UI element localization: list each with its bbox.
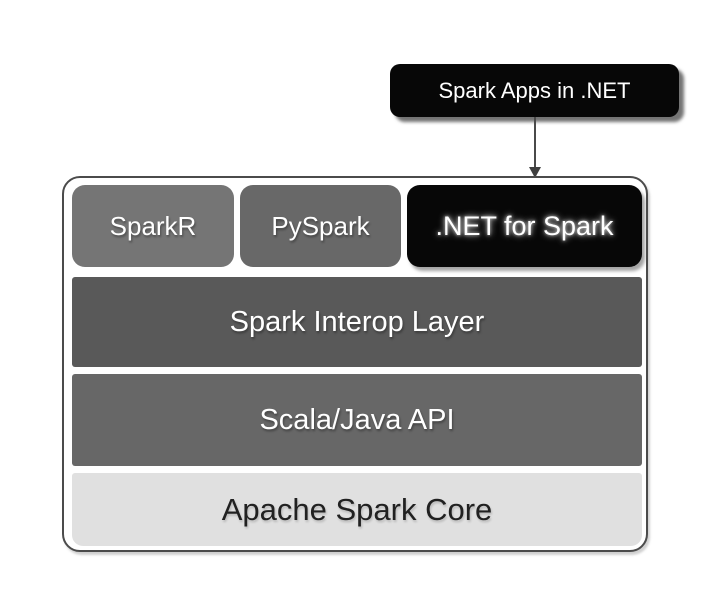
spark-interop-layer-bar: Spark Interop Layer bbox=[72, 277, 642, 367]
spark-interop-layer-label: Spark Interop Layer bbox=[229, 305, 485, 338]
pyspark-box: PySpark bbox=[240, 185, 401, 267]
spark-apps-callout-label: Spark Apps in .NET bbox=[438, 77, 631, 103]
down-arrow-icon bbox=[529, 117, 541, 178]
spark-stack-container: SparkR PySpark .NET for Spark Spark Inte… bbox=[62, 176, 648, 552]
pyspark-label: PySpark bbox=[271, 210, 370, 241]
sparkr-box: SparkR bbox=[72, 185, 234, 267]
scala-java-api-bar: Scala/Java API bbox=[72, 374, 642, 466]
apache-spark-core-bar: Apache Spark Core bbox=[72, 473, 642, 546]
spark-apps-callout: Spark Apps in .NET bbox=[390, 64, 679, 117]
scala-java-api-label: Scala/Java API bbox=[259, 403, 455, 436]
sparkr-label: SparkR bbox=[109, 210, 197, 241]
dotnet-for-spark-box: .NET for Spark bbox=[407, 185, 642, 267]
apache-spark-core-label: Apache Spark Core bbox=[221, 491, 493, 527]
dotnet-for-spark-label: .NET for Spark bbox=[435, 210, 614, 241]
